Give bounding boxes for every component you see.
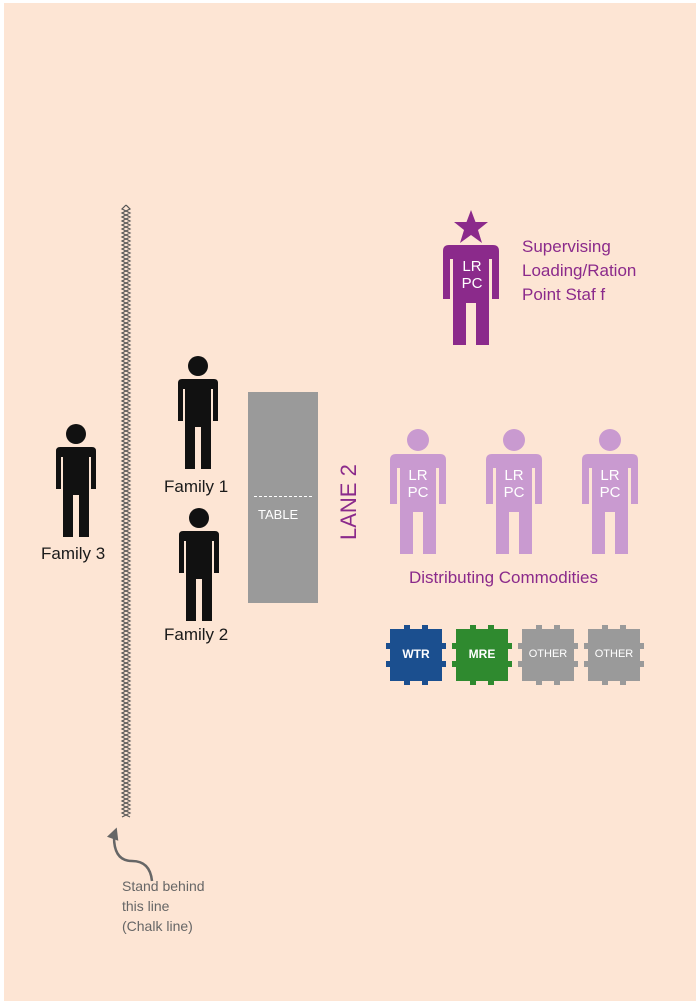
staff-pc-text: PC <box>599 484 621 501</box>
family-1-label: Family 1 <box>164 477 229 496</box>
staff-person-icon <box>390 429 446 554</box>
supervisor-label-line2: Loading/Ration <box>522 261 637 280</box>
commodity-tile-mre: MRE <box>450 623 514 687</box>
commodity-label: WTR <box>402 647 430 661</box>
supervisor-label-line3: Point Staf f <box>522 285 606 304</box>
staff-lr-text: LR <box>600 467 620 484</box>
staff-person-icon <box>582 429 638 554</box>
commodity-label: MRE <box>468 647 496 661</box>
supervisor-lr-text: LR <box>462 258 482 275</box>
table-divider <box>254 496 312 497</box>
commodity-tile-other: OTHER <box>516 623 580 687</box>
supervisor-star-icon <box>454 210 488 243</box>
lane-label: LANE 2 <box>336 464 361 540</box>
supervisor-person-icon <box>443 245 499 345</box>
staff-lr-text: LR <box>504 467 524 484</box>
puzzle-tile-icon <box>518 625 578 685</box>
staff-lr-text: LR <box>408 467 428 484</box>
puzzle-tile-icon <box>584 625 644 685</box>
family-2-person-icon <box>179 508 219 621</box>
table-label: TABLE <box>258 507 299 522</box>
commodity-label: OTHER <box>528 648 568 660</box>
note-line1: Stand behind <box>122 878 205 894</box>
puzzle-tile-icon <box>452 625 512 685</box>
family-2-label: Family 2 <box>164 625 229 644</box>
note-line2: this line <box>122 898 170 914</box>
note-line3: (Chalk line) <box>122 918 193 934</box>
commodity-label: OTHER <box>594 648 634 660</box>
supervisor-pc-text: PC <box>461 275 483 292</box>
diagram-canvas: Family 3 Family 1 Family 2 TABLE LANE 2 … <box>4 3 696 1001</box>
supervisor-label-line1: Supervising <box>522 237 611 256</box>
family-1-person-icon <box>178 356 218 469</box>
staff-pc-text: PC <box>503 484 525 501</box>
table: TABLE <box>248 392 318 603</box>
chalk-line <box>120 204 132 818</box>
commodity-tile-wtr: WTR <box>384 623 448 687</box>
family-3-label: Family 3 <box>41 544 106 563</box>
staff-person-icon <box>486 429 542 554</box>
commodity-tile-other: OTHER <box>582 623 646 687</box>
family-3-person-icon <box>56 424 96 537</box>
staff-label: Distributing Commodities <box>409 568 598 587</box>
curved-arrow-icon <box>106 827 154 882</box>
staff-pc-text: PC <box>407 484 429 501</box>
puzzle-tile-icon <box>386 625 446 685</box>
